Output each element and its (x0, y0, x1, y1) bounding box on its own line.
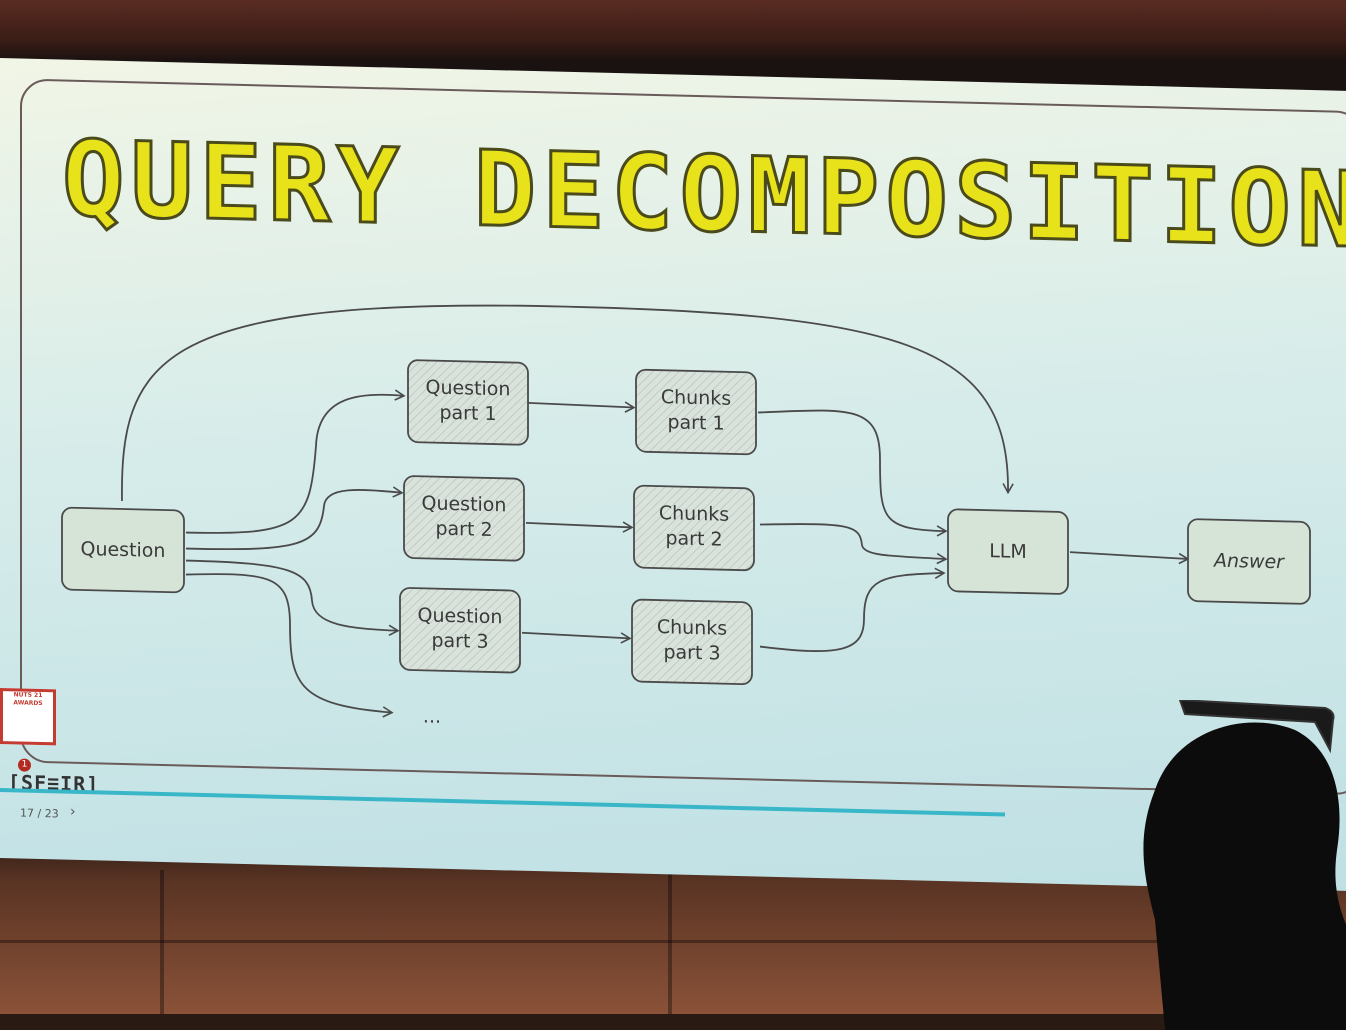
decomposition-diagram: Question Question part 1 Question part 2… (61, 304, 1311, 728)
audience-head-silhouette (1143, 700, 1346, 1030)
box-chunks-part-1: Chunks part 1 (635, 368, 757, 456)
box-answer-label: Answer (1212, 550, 1285, 574)
q1-line-2: part 1 (439, 402, 496, 425)
arrow-c3-to-llm (759, 567, 946, 652)
awards-badge: NUTS 21 AWARDS (0, 688, 56, 746)
ellipsis-more-parts: ... (423, 705, 441, 727)
c3-line-1: Chunks (657, 616, 727, 640)
c1-line-2: part 1 (667, 411, 724, 434)
arrow-question-to-more (185, 573, 394, 718)
connectors (121, 304, 1190, 718)
arrow-question-to-q3 (185, 559, 400, 637)
arrow-q3-to-c3 (521, 631, 632, 644)
box-question: Question (61, 506, 185, 594)
arrow-c1-to-llm (757, 409, 948, 537)
c1-line-1: Chunks (661, 386, 731, 410)
arrow-question-to-llm (121, 304, 1014, 501)
q2-line-1: Question (422, 492, 507, 516)
q2-line-2: part 2 (435, 518, 492, 541)
wall-panel-seam (160, 870, 164, 1014)
arrow-question-to-q1 (185, 389, 406, 534)
arrow-q2-to-c2 (525, 521, 634, 533)
arrow-llm-to-answer (1069, 551, 1190, 565)
q3-line-2: part 3 (431, 630, 488, 653)
box-chunks-part-2: Chunks part 2 (633, 484, 755, 572)
c3-line-2: part 3 (663, 641, 720, 664)
arrow-q1-to-c1 (527, 401, 636, 413)
box-answer: Answer (1187, 518, 1311, 605)
wall-panel-seam (0, 940, 1346, 943)
wall-panel-seam (668, 870, 672, 1014)
sunglasses-icon (1178, 700, 1335, 754)
box-chunks-part-3: Chunks part 3 (631, 598, 753, 686)
box-question-part-3: Question part 3 (399, 587, 521, 674)
arrow-c2-to-llm (759, 523, 948, 565)
projector-screen: QUERY DECOMPOSITION (0, 58, 1346, 891)
slide-page-count: 17 / 23 (20, 806, 59, 821)
box-llm-label: LLM (989, 540, 1027, 563)
box-question-label: Question (81, 538, 166, 562)
c2-line-2: part 2 (665, 527, 722, 550)
c2-line-1: Chunks (659, 502, 729, 526)
arrow-question-to-q2 (185, 486, 404, 551)
q1-line-1: Question (426, 376, 511, 400)
next-slide-icon[interactable]: › (70, 803, 76, 820)
box-question-part-1: Question part 1 (407, 359, 529, 446)
box-question-part-2: Question part 2 (403, 475, 525, 562)
awards-badge-text: NUTS 21 AWARDS (13, 691, 43, 708)
q3-line-1: Question (418, 604, 503, 628)
box-llm: LLM (947, 508, 1069, 595)
